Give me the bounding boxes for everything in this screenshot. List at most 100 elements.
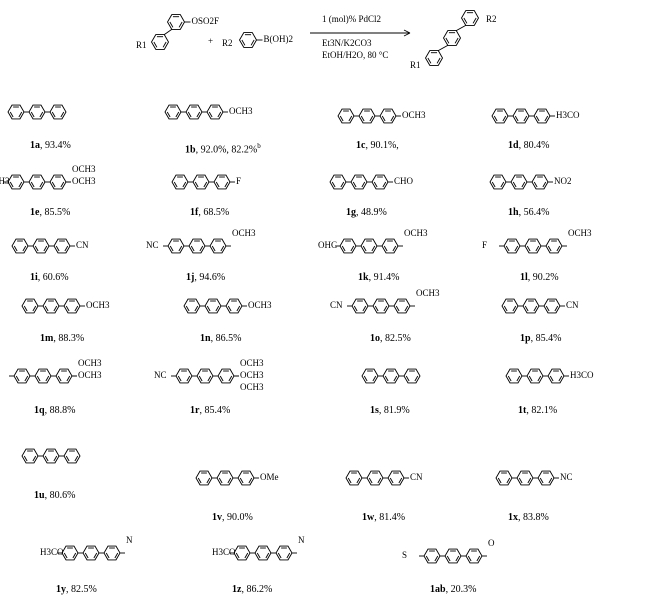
- double-bond: [23, 455, 28, 462]
- compound-label: 1z, 86.2%: [232, 584, 272, 596]
- separator: ,: [445, 584, 451, 595]
- double-bond: [248, 477, 253, 484]
- benzene-ring: [11, 238, 29, 254]
- substituent-label: OCH3: [0, 176, 10, 186]
- double-bond: [549, 375, 554, 382]
- benzene-ring: [460, 10, 480, 26]
- double-bond: [395, 305, 400, 312]
- compound-yield: 48.9%: [361, 207, 387, 218]
- compound-label: 1w, 81.4%: [362, 512, 405, 524]
- double-bond: [228, 375, 233, 382]
- compound-label: 1t, 82.1%: [518, 405, 557, 417]
- compound-yield: 94.6%: [199, 272, 226, 283]
- double-bond: [53, 305, 58, 312]
- compound-label: 1c, 90.1%,: [356, 140, 399, 152]
- substituent-label: N: [298, 535, 305, 545]
- compound-yield: 88.3%: [58, 333, 85, 344]
- double-bond: [187, 111, 192, 118]
- compound-yield: 93.4%: [45, 140, 71, 151]
- double-bond: [286, 552, 291, 559]
- biaryl-bond: [456, 25, 466, 31]
- compound-label: 1n, 86.5%: [200, 333, 241, 345]
- double-bond: [241, 39, 246, 46]
- double-bond: [398, 477, 403, 484]
- compound-label: 1b, 92.0%, 82.2%b: [185, 140, 261, 156]
- double-bond: [198, 375, 203, 382]
- double-bond: [32, 455, 37, 462]
- double-bond: [558, 375, 563, 382]
- double-bond: [535, 115, 540, 122]
- benzene-ring: [166, 14, 186, 30]
- double-bond: [194, 181, 199, 188]
- double-bond: [105, 552, 110, 559]
- double-bond: [353, 305, 358, 312]
- compound-label: 1j, 94.6%: [186, 272, 225, 284]
- compound-id: 1b: [185, 144, 196, 156]
- double-bond: [341, 245, 346, 252]
- separator: ,: [526, 405, 532, 416]
- benzene-ring: [505, 368, 523, 384]
- double-bond: [383, 245, 388, 252]
- benzene-ring: [21, 448, 39, 464]
- double-bond: [206, 477, 211, 484]
- separator: ,: [356, 207, 361, 218]
- double-bond: [554, 305, 559, 312]
- benzene-ring: [501, 298, 519, 314]
- compound-id: 1g: [346, 207, 356, 218]
- double-bond: [39, 181, 44, 188]
- double-bond: [526, 245, 531, 252]
- double-bond: [527, 477, 532, 484]
- double-bond: [211, 245, 216, 252]
- benzene-ring: [171, 174, 189, 190]
- double-bond: [13, 245, 18, 252]
- double-bond: [347, 477, 352, 484]
- double-bond: [518, 477, 523, 484]
- substituent-label: OCH3: [240, 382, 264, 392]
- compound-label: 1k, 91.4%: [358, 272, 399, 284]
- double-bond: [340, 181, 345, 188]
- double-bond: [414, 375, 419, 382]
- double-bond: [175, 111, 180, 118]
- compound-label: 1ab, 20.3%: [430, 584, 476, 596]
- double-bond: [445, 37, 450, 44]
- double-bond: [114, 552, 119, 559]
- double-bond: [244, 552, 249, 559]
- compound-id: 1w: [362, 512, 375, 523]
- separator: ,: [53, 333, 59, 344]
- compound-id: 1p: [520, 333, 531, 344]
- separator: ,: [210, 333, 216, 344]
- double-bond: [514, 115, 519, 122]
- compound-label: 1d, 80.4%: [508, 140, 549, 152]
- double-bond: [60, 181, 65, 188]
- double-bond: [331, 181, 336, 188]
- substituent-label: OCH3: [232, 228, 256, 238]
- compound-label: 1p, 85.4%: [520, 333, 561, 345]
- double-bond: [339, 115, 344, 122]
- double-bond: [389, 477, 394, 484]
- double-bond: [382, 181, 387, 188]
- double-bond: [18, 181, 23, 188]
- compound-yield: 86.5%: [215, 333, 242, 344]
- compound-id: 1e: [30, 207, 40, 218]
- separator: ,: [194, 272, 200, 283]
- double-bond: [503, 305, 508, 312]
- benzene-ring: [183, 298, 201, 314]
- double-bond: [512, 181, 517, 188]
- compound-id: 1n: [200, 333, 211, 344]
- double-bond: [512, 305, 517, 312]
- double-bond: [197, 477, 202, 484]
- double-bond: [374, 305, 379, 312]
- compound-yield: 83.8%: [523, 512, 549, 523]
- double-bond: [219, 375, 224, 382]
- double-bond: [361, 181, 366, 188]
- compound-id: 1a: [30, 140, 40, 151]
- double-bond: [65, 455, 70, 462]
- benzene-ring: [491, 108, 509, 124]
- compound-id: 1ab: [430, 584, 446, 595]
- substituent-label: OHC: [318, 240, 338, 250]
- double-bond: [18, 111, 23, 118]
- compound-yield: 90.0%: [227, 512, 253, 523]
- double-bond: [373, 181, 378, 188]
- compound-yield: 82.1%: [531, 405, 558, 416]
